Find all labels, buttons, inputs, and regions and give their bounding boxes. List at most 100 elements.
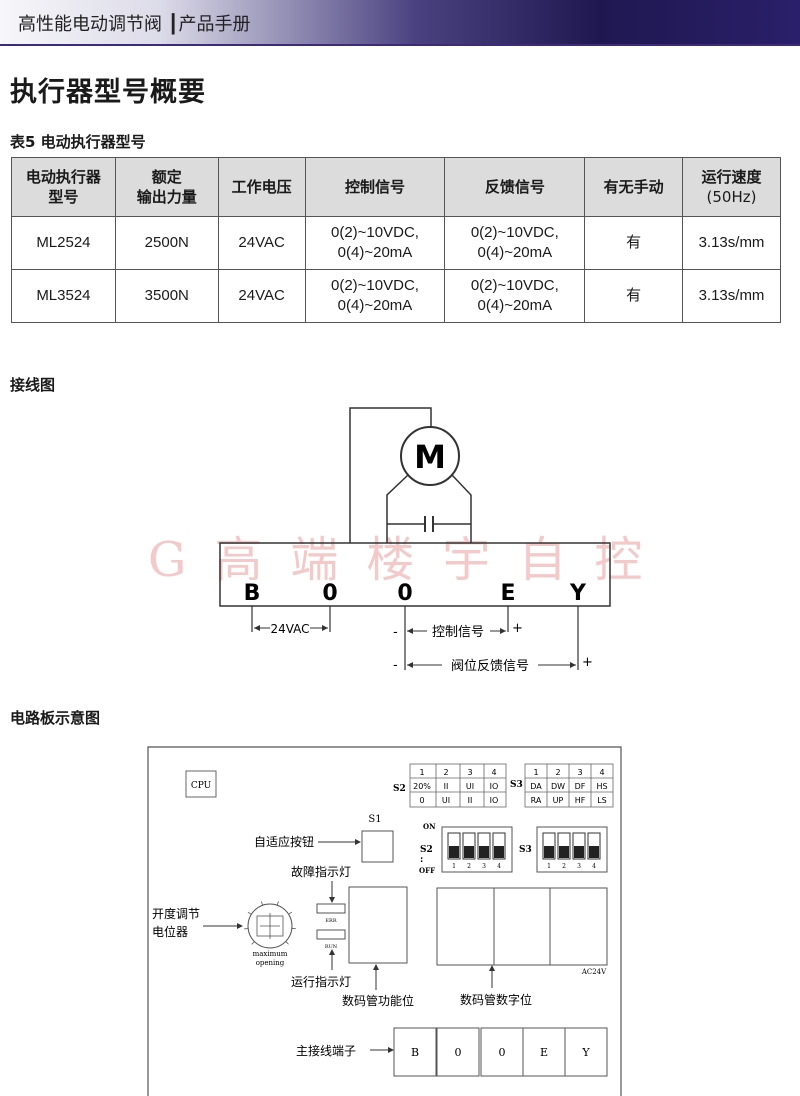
table-header-row: 电动执行器型号 额定输出力量 工作电压 控制信号 反馈信号 有无手动 运行速度(…: [11, 157, 781, 217]
dip-table-cell: 0: [419, 796, 424, 805]
dip-switch-number: 4: [592, 863, 596, 870]
dip-switch-number: 2: [467, 863, 471, 870]
label-run-indicator: 运行指示灯: [291, 974, 351, 989]
terminal-y: Y: [569, 581, 587, 606]
dip-table-cell: 3: [577, 768, 582, 777]
s2-table-label: S2: [393, 784, 406, 794]
dip-table-cell: UI: [466, 782, 474, 791]
dip-table-cell: UI: [442, 796, 450, 805]
dip-table-cell: RA: [531, 796, 542, 805]
s1-label: S1: [368, 814, 381, 825]
s3-dip-table: [524, 763, 614, 808]
cell-model: ML2524: [11, 216, 116, 270]
cell-model: ML3524: [11, 269, 116, 323]
label-control-signal: 控制信号: [432, 625, 484, 640]
cell-voltage: 24VAC: [217, 269, 306, 323]
table-caption: 表5 电动执行器型号: [10, 133, 146, 151]
dip-table-cell: HF: [575, 796, 586, 805]
s2-on-label: ON: [423, 822, 436, 831]
s3-switch-label: S3: [519, 845, 532, 855]
dip-switch-lever: [464, 846, 474, 858]
label-24vac: 24VAC: [270, 622, 309, 636]
dip-switch-number: 4: [497, 863, 501, 870]
pot-text-opening: opening: [256, 959, 285, 967]
feedback-plus: +: [582, 655, 593, 670]
terminal-0a: 0: [322, 581, 337, 606]
cell-force: 2500N: [114, 216, 219, 270]
cell-control: 0(2)~10VDC,0(4)~20mA: [304, 269, 446, 323]
s2-switch-label: S2: [420, 845, 433, 855]
dip-switch-lever: [479, 846, 489, 858]
s2-off-label: OFF: [419, 866, 435, 875]
ac24v-label: AC24V: [581, 968, 607, 976]
col-header-manual: 有无手动: [584, 157, 684, 217]
dip-switch-lever: [589, 846, 599, 858]
dip-table-cell: 4: [599, 768, 604, 777]
run-label: RUN: [325, 944, 338, 950]
col-header-voltage: 工作电压: [217, 157, 306, 217]
dip-switch-lever: [544, 846, 554, 858]
dip-switch-number: 2: [562, 863, 566, 870]
dip-table-cell: UP: [553, 796, 564, 805]
adaptive-button: [361, 830, 394, 863]
s2-dip-table: [409, 763, 507, 808]
cell-speed: 3.13s/mm: [682, 269, 781, 323]
dip-table-cell: IO: [490, 796, 499, 805]
label-feedback-signal: 阀位反馈信号: [451, 659, 529, 674]
main-terminal-cell: [480, 1027, 524, 1077]
wiring-section-title: 接线图: [10, 376, 56, 394]
dip-table-cell: II: [444, 782, 449, 791]
dip-table-cell: 2: [443, 768, 448, 777]
col-header-control: 控制信号: [304, 157, 446, 217]
pot-tick: [285, 941, 289, 945]
col-header-feedback: 反馈信号: [444, 157, 586, 217]
dip-switch-number: 3: [577, 863, 581, 870]
cpu-chip: [185, 770, 217, 798]
wiring-diagram: M B 0 0 E Y 24VAC - 控制信号 + - 阀位反馈信号 +: [219, 407, 611, 674]
pot-tick: [260, 901, 264, 906]
top-banner: 高性能电动调节阀 ┃产品手册: [0, 0, 800, 46]
pot-tick: [288, 911, 293, 915]
dip-switch-lever: [574, 846, 584, 858]
dip-switch-number: 1: [547, 863, 551, 870]
dip-table-cell: 1: [533, 768, 538, 777]
control-minus: -: [393, 625, 398, 640]
page-title: 执行器型号概要: [10, 77, 206, 108]
main-terminal-label: 0: [455, 1046, 462, 1059]
manual-title: 高性能电动调节阀 ┃产品手册: [18, 14, 251, 35]
main-terminal-cell: [564, 1027, 608, 1077]
dip-table-cell: 1: [419, 768, 424, 777]
cell-manual: 有: [584, 269, 684, 323]
label-fault-indicator: 故障指示灯: [291, 864, 351, 879]
watermark: G高端楼宇自控: [148, 532, 671, 588]
dip-switch-number: 1: [452, 863, 456, 870]
err-led: [316, 903, 346, 914]
dip-table-cell: DF: [575, 782, 586, 791]
label-pot-line2: 电位器: [152, 924, 188, 939]
cpu-label: CPU: [191, 781, 212, 791]
feedback-minus: -: [393, 658, 398, 673]
dip-table-cell: DW: [551, 782, 565, 791]
label-function-digit: 数码管功能位: [342, 993, 414, 1008]
pot-tick: [276, 901, 279, 906]
display-number-digits: [436, 887, 608, 966]
col-header-model: 电动执行器型号: [11, 157, 116, 217]
main-terminal-cell: [522, 1027, 566, 1077]
dip-switch-lever: [449, 846, 459, 858]
dip-switch-lever: [559, 846, 569, 858]
cell-feedback: 0(2)~10VDC,0(4)~20mA: [444, 269, 586, 323]
dip-table-cell: LS: [597, 796, 607, 805]
table-row: ML2524 2500N 24VAC 0(2)~10VDC,0(4)~20mA …: [11, 216, 781, 270]
dip-table-cell: 3: [467, 768, 472, 777]
motor-icon: [400, 426, 460, 486]
dip-table-cell: II: [468, 796, 473, 805]
display-function-digit: [348, 886, 408, 964]
dip-table-cell: 2: [555, 768, 560, 777]
pot-text-maximum: maximum: [253, 950, 288, 958]
main-terminal-label: Y: [581, 1046, 590, 1059]
col-header-force: 额定输出力量: [114, 157, 219, 217]
err-label: ERR: [325, 918, 336, 924]
main-terminal-cell: [436, 1027, 480, 1077]
dip-table-cell: IO: [490, 782, 499, 791]
